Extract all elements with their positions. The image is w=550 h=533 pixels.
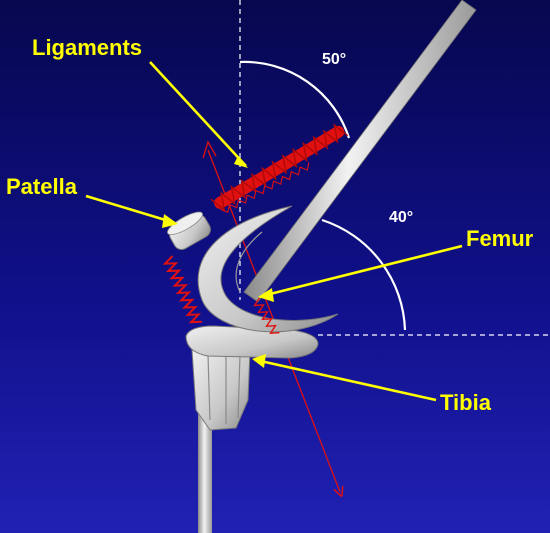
tibia-plateau	[185, 325, 319, 359]
femoral-component	[197, 205, 339, 333]
patella-leader-line	[85, 194, 173, 224]
patella-component	[167, 211, 211, 250]
patellar-tendon-spring	[162, 255, 202, 324]
patella-label: Patella	[6, 174, 78, 199]
tibia-shaft	[198, 395, 212, 533]
angle-label-lower: 40°	[389, 209, 413, 226]
ligaments-label: Ligaments	[32, 35, 142, 60]
ligament-spring-upper	[210, 123, 349, 212]
femur-rod	[243, 0, 477, 303]
angle-label-upper: 50°	[322, 51, 346, 68]
angle-arc-upper	[239, 60, 351, 139]
angle-arc-lower	[321, 218, 407, 331]
femur-label: Femur	[466, 226, 534, 251]
tibia-label: Tibia	[440, 390, 492, 415]
femur-leader-line	[261, 244, 463, 298]
force-axis-arrow-top	[202, 140, 217, 159]
collateral-ligament-spring	[253, 297, 280, 334]
tibia-leader-line	[255, 358, 437, 402]
ligament-spring-thin	[220, 162, 310, 214]
ligaments-leader-line	[149, 61, 247, 167]
